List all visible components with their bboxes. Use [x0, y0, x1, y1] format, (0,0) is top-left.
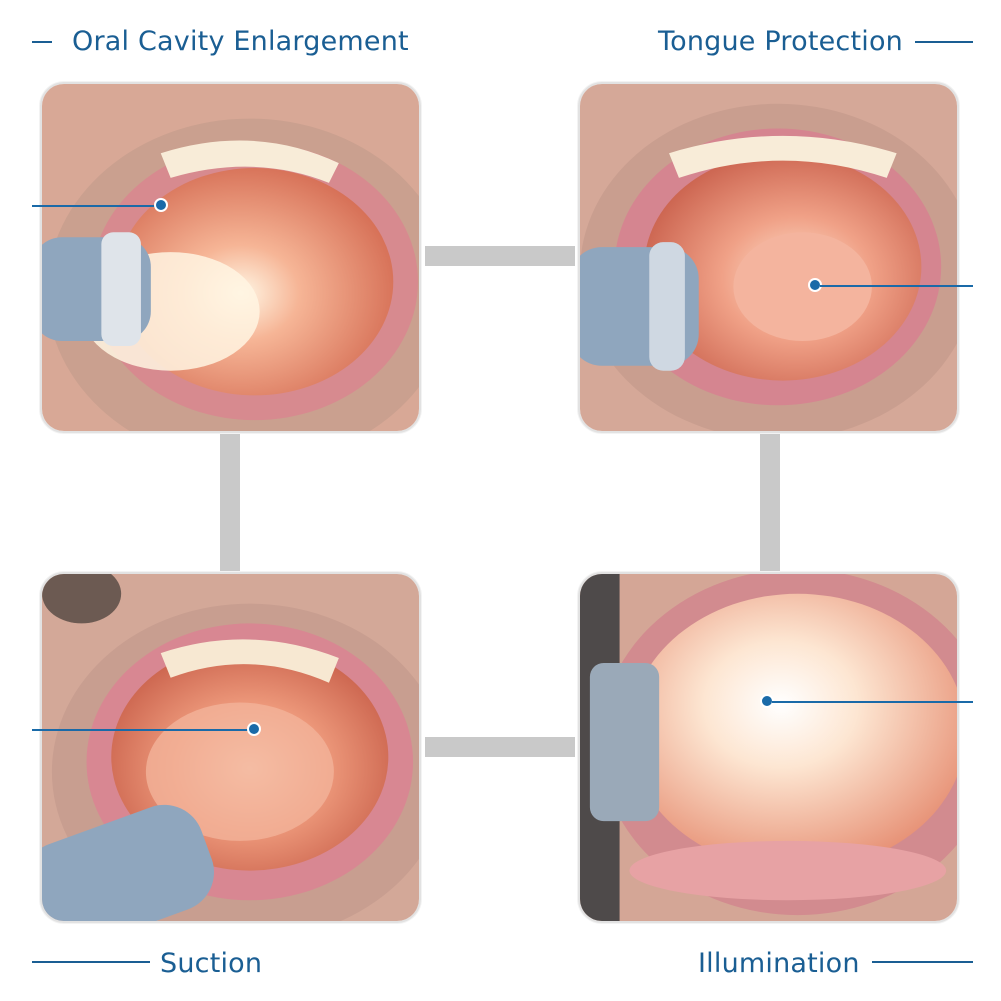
connector-left: [220, 432, 240, 572]
mouth-photo-icon: [42, 574, 419, 921]
title-oral-cavity-enlargement: Oral Cavity Enlargement: [72, 26, 409, 57]
mouth-photo-icon: [580, 574, 957, 921]
pointer-dot-suction: [247, 722, 261, 736]
panel-suction: [40, 572, 421, 923]
connector-right: [760, 432, 780, 572]
pointer-dot-oral-cavity: [154, 198, 168, 212]
pointer-line-tongue: [820, 285, 973, 287]
connector-top: [425, 246, 575, 266]
panel-illumination: [578, 572, 959, 923]
mouth-photo-icon: [580, 84, 957, 431]
pointer-line-oral-cavity: [32, 205, 160, 207]
connector-bottom: [425, 737, 575, 757]
panel-oral-cavity-enlargement: [40, 82, 421, 433]
title-suction: Suction: [160, 948, 263, 979]
title-dash-left: [32, 41, 52, 43]
title-dash-bottom-right: [872, 961, 973, 963]
pointer-line-illumination: [772, 701, 973, 703]
title-tongue-protection: Tongue Protection: [658, 26, 903, 57]
title-illumination: Illumination: [698, 948, 860, 979]
title-dash-bottom-left: [32, 961, 150, 963]
pointer-line-suction: [32, 729, 254, 731]
panel-tongue-protection: [578, 82, 959, 433]
mouth-photo-icon: [42, 84, 419, 431]
title-dash-right: [915, 41, 973, 43]
